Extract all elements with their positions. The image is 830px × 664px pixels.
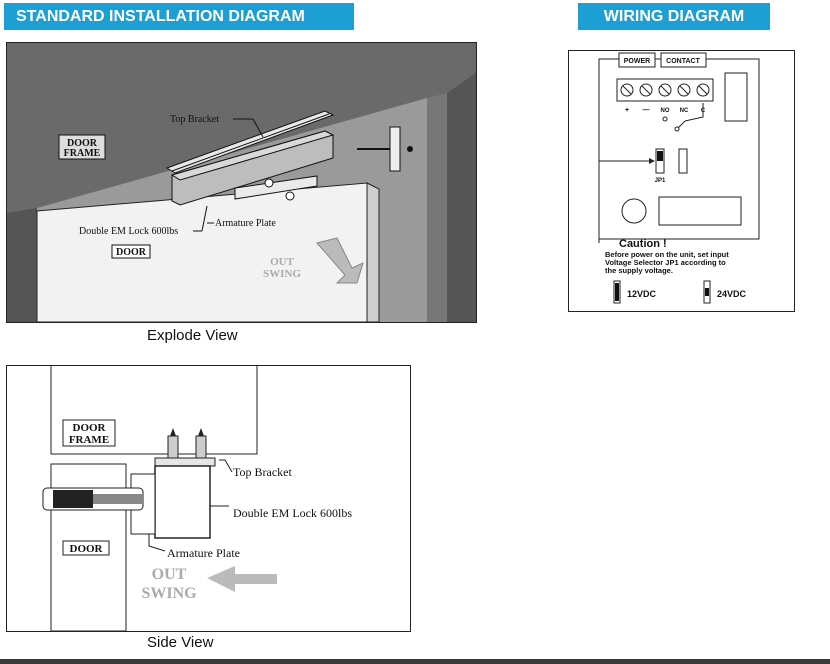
side-view-illustration: DOOR FRAME DOOR Top Bracket Double EM Lo… [42, 366, 352, 631]
out-swing-arrow [207, 566, 277, 592]
bracket-screws [167, 428, 207, 459]
door-frame-label-line1: DOOR [73, 422, 107, 434]
jp1-pointer-line [598, 160, 649, 243]
jumper-24v-cap [705, 288, 709, 296]
explode-view-illustration: DOOR FRAME DOOR Top Bracket Double EM Lo… [7, 43, 476, 322]
caution-line1: Before power on the unit, set input [605, 250, 729, 259]
explode-view-caption: Explode View [147, 327, 238, 344]
installation-diagram-header: STANDARD INSTALLATION DIAGRAM [4, 3, 354, 30]
caution-title: Caution ! [619, 238, 667, 250]
side-view-caption: Side View [147, 634, 214, 651]
out-swing-line2: SWING [141, 585, 197, 602]
frame-header [7, 43, 476, 213]
top-bracket-shape [154, 457, 216, 467]
v12-label: 12VDC [627, 289, 657, 299]
door-edge [366, 182, 380, 322]
em-lock-label: Double EM Lock 600lbs [233, 506, 352, 520]
top-bracket-label: Top Bracket [233, 465, 292, 479]
terminal-nc: NC [680, 108, 689, 114]
top-bracket-leader [219, 459, 233, 473]
capacitor [621, 198, 647, 224]
relay-component [724, 72, 748, 122]
jumper-12v-cap [615, 283, 619, 301]
armature-screw [264, 178, 274, 188]
armature-label: Armature Plate [215, 218, 276, 229]
footer-bar [0, 659, 830, 664]
power-label-box [618, 52, 656, 68]
caution-line2: Voltage Selector JP1 according to [605, 258, 726, 267]
door-frame-label-box [58, 134, 106, 160]
ic-chip [658, 196, 742, 226]
door-frame-label-line1: DOOR [67, 138, 98, 149]
armature-leader [148, 534, 166, 552]
out-swing-line2: SWING [263, 268, 301, 280]
v24-label: 24VDC [717, 289, 747, 299]
sex-bolt-dark [53, 490, 93, 508]
door-label-box [62, 540, 110, 556]
side-nut [407, 146, 413, 152]
terminal-no: NO [661, 108, 670, 114]
out-swing-line1: OUT [270, 256, 295, 268]
armature-plate-shape [234, 175, 318, 200]
em-lock-shape [154, 465, 211, 539]
side-view-panel: DOOR FRAME DOOR Top Bracket Double EM Lo… [6, 365, 411, 632]
door-frame-label-line2: FRAME [64, 148, 101, 159]
relay-contact-no [662, 116, 668, 122]
wiring-diagram-panel: POWER CONTACT + — NO NC C JP1 [568, 50, 795, 312]
side-bracket [389, 126, 401, 172]
top-bracket-edge [171, 113, 330, 172]
out-swing-arrow [316, 237, 364, 284]
door-label-box [111, 244, 151, 259]
explode-view-panel: DOOR FRAME DOOR Top Bracket Double EM Lo… [6, 42, 477, 323]
door-frame-label-box [62, 419, 116, 447]
terminal-minus: — [643, 107, 650, 114]
caution-line3: the supply voltage. [605, 266, 673, 275]
door-frame-label-line2: FRAME [69, 434, 109, 446]
side-component [678, 148, 688, 174]
right-jamb [427, 93, 447, 322]
terminal-screws [620, 83, 710, 97]
jp1-cap [657, 151, 663, 161]
door-frame-outline [50, 366, 258, 455]
armature-label: Armature Plate [167, 546, 240, 560]
jp1-label: JP1 [655, 178, 666, 184]
em-lock-leader-b [201, 205, 208, 232]
door-label: DOOR [70, 543, 104, 555]
out-swing-line1: OUT [152, 566, 187, 583]
top-bracket-label: Top Bracket [170, 114, 219, 125]
contact-label: CONTACT [666, 58, 700, 65]
wiring-illustration: POWER CONTACT + — NO NC C JP1 [598, 52, 760, 304]
power-label: POWER [624, 58, 650, 65]
armature-washer [285, 191, 295, 201]
door-label: DOOR [116, 247, 147, 258]
em-lock-label: Double EM Lock 600lbs [79, 226, 178, 237]
relay-contact-nc [674, 126, 680, 132]
contact-label-box [660, 52, 707, 68]
jp1-pointer-head [649, 158, 655, 164]
sex-bolt-thread [93, 494, 143, 504]
wiring-diagram-header: WIRING DIAGRAM [578, 3, 770, 30]
top-bracket-leader-b [252, 118, 264, 138]
terminal-plus: + [625, 107, 629, 114]
em-lock-top [170, 130, 335, 181]
